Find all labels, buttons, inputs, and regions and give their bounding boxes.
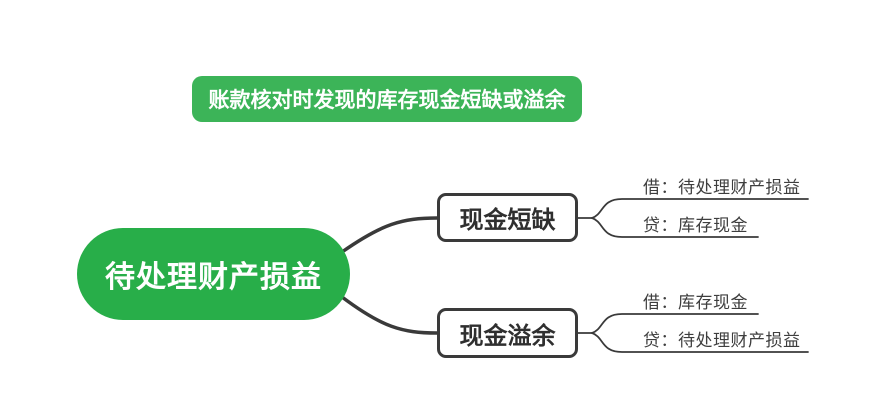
node-cash-shortage[interactable]: 现金短缺 — [437, 193, 578, 242]
fork-shortage — [577, 198, 809, 238]
entry-surplus-credit[interactable]: 贷：待处理财产损益 — [643, 331, 801, 350]
connector-root-to-shortage — [340, 216, 439, 254]
root-node-pending-property-gains-losses[interactable]: 待处理财产损益 — [77, 228, 350, 320]
fork-surplus — [577, 313, 809, 353]
connector-root-to-surplus — [340, 295, 439, 335]
entry-surplus-debit[interactable]: 借：库存现金 — [643, 293, 748, 312]
entry-shortage-credit[interactable]: 贷：库存现金 — [643, 216, 748, 235]
entry-shortage-debit[interactable]: 借：待处理财产损益 — [643, 178, 801, 197]
topic-banner[interactable]: 账款核对时发现的库存现金短缺或溢余 — [192, 76, 582, 122]
node-cash-surplus[interactable]: 现金溢余 — [437, 308, 578, 358]
